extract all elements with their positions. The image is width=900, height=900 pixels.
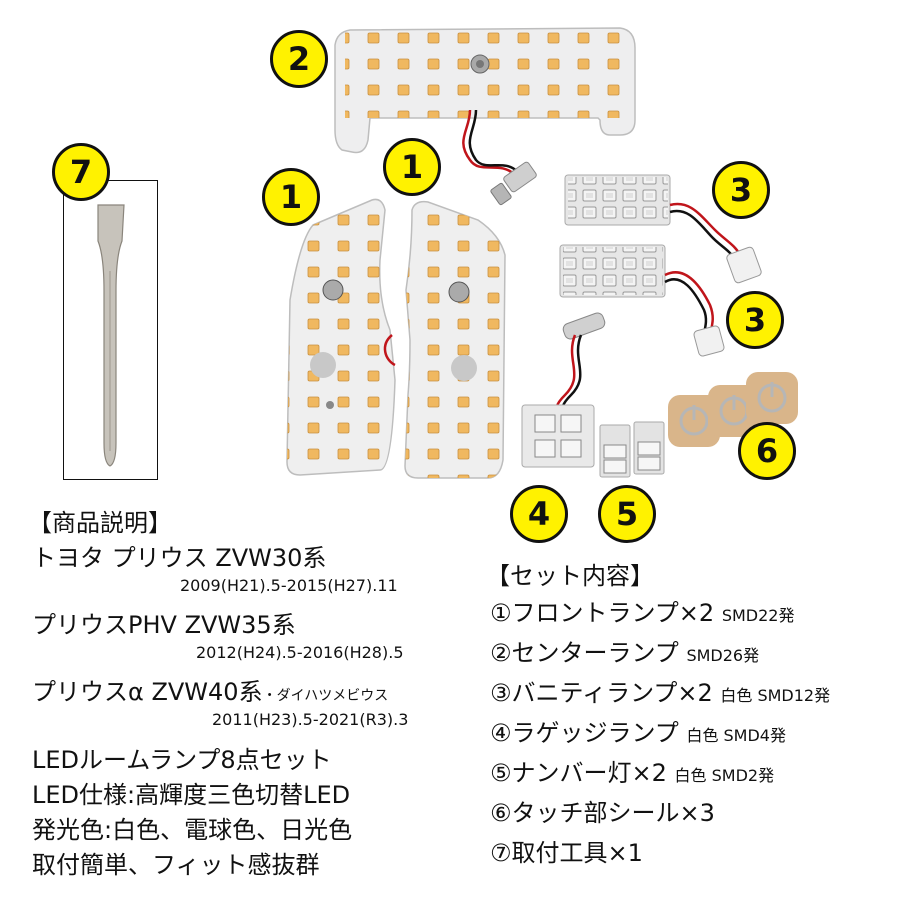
touch-sticker-image [668,372,798,447]
pry-tool-image [97,204,125,467]
set-item-2-main: ②センターランプ [490,639,679,667]
set-item-5-main: ⑤ナンバー灯×2 [490,759,667,787]
install-line: 取付簡単、フィット感抜群 [32,851,320,879]
set-title-line: LEDルームランプ8点セット [32,746,332,774]
badge-7: 7 [52,143,110,201]
set-item-1-main: ①フロントランプ×2 [490,599,715,627]
set-item-1: ①フロントランプ×2 SMD22発 [490,593,794,628]
badge-1-left: 1 [262,168,320,226]
tool-frame [63,180,158,480]
description-heading: 【商品説明】 [28,509,172,537]
led-spec-line: LED仕様:高輝度三色切替LED [32,781,351,809]
model-years-1: 2009(H21).5-2015(H27).11 [180,576,398,595]
number-lamp-image [599,421,665,478]
set-contents-heading: 【セット内容】 [486,562,654,590]
luggage-lamp-image [521,312,606,468]
set-item-3: ③バニティランプ×2 白色 SMD12発 [490,673,830,708]
set-item-2: ②センターランプ SMD26発 [490,633,759,668]
color-line: 発光色:白色、電球色、日光色 [32,816,353,844]
set-item-5-sub: 白色 SMD2発 [674,766,775,785]
model-line-3: プリウスα ZVW40系・ダイハツメビウス [32,672,388,707]
set-item-4-main: ④ラゲッジランプ [490,719,679,747]
set-item-3-main: ③バニティランプ×2 [490,679,713,707]
model-line-2: プリウスPHV ZVW35系 [32,611,296,639]
set-item-6: ⑥タッチ部シール×3 [490,799,715,827]
badge-3-upper: 3 [712,161,770,219]
set-item-5: ⑤ナンバー灯×2 白色 SMD2発 [490,753,774,788]
product-photo [286,27,798,479]
badge-6: 6 [738,422,796,480]
model-line-3-main: プリウスα ZVW40系 [32,678,263,706]
set-item-4: ④ラゲッジランプ 白色 SMD4発 [490,713,786,748]
badge-2: 2 [270,30,328,88]
vanity-lamp-lower-image [559,244,725,357]
set-item-2-sub: SMD26発 [686,646,760,665]
badge-1-center: 1 [383,138,441,196]
model-years-3: 2011(H23).5-2021(R3).3 [212,710,409,729]
vanity-lamp-upper-image [564,174,762,284]
set-item-4-sub: 白色 SMD4発 [686,726,786,745]
front-lamp-right-image [383,200,506,479]
model-line-1: トヨタ プリウス ZVW30系 [32,544,327,572]
set-item-1-sub: SMD22発 [721,606,795,625]
model-years-2: 2012(H24).5-2016(H28).5 [196,643,404,662]
front-lamp-left-image [286,198,396,476]
set-item-3-sub: 白色 SMD12発 [720,686,831,705]
badge-3-lower: 3 [726,291,784,349]
model-line-3-extra: ・ダイハツメビウス [262,688,389,704]
badge-5: 5 [598,485,656,543]
center-lamp-image [334,27,636,206]
set-item-7: ⑦取付工具×1 [490,839,643,867]
badge-4: 4 [510,485,568,543]
